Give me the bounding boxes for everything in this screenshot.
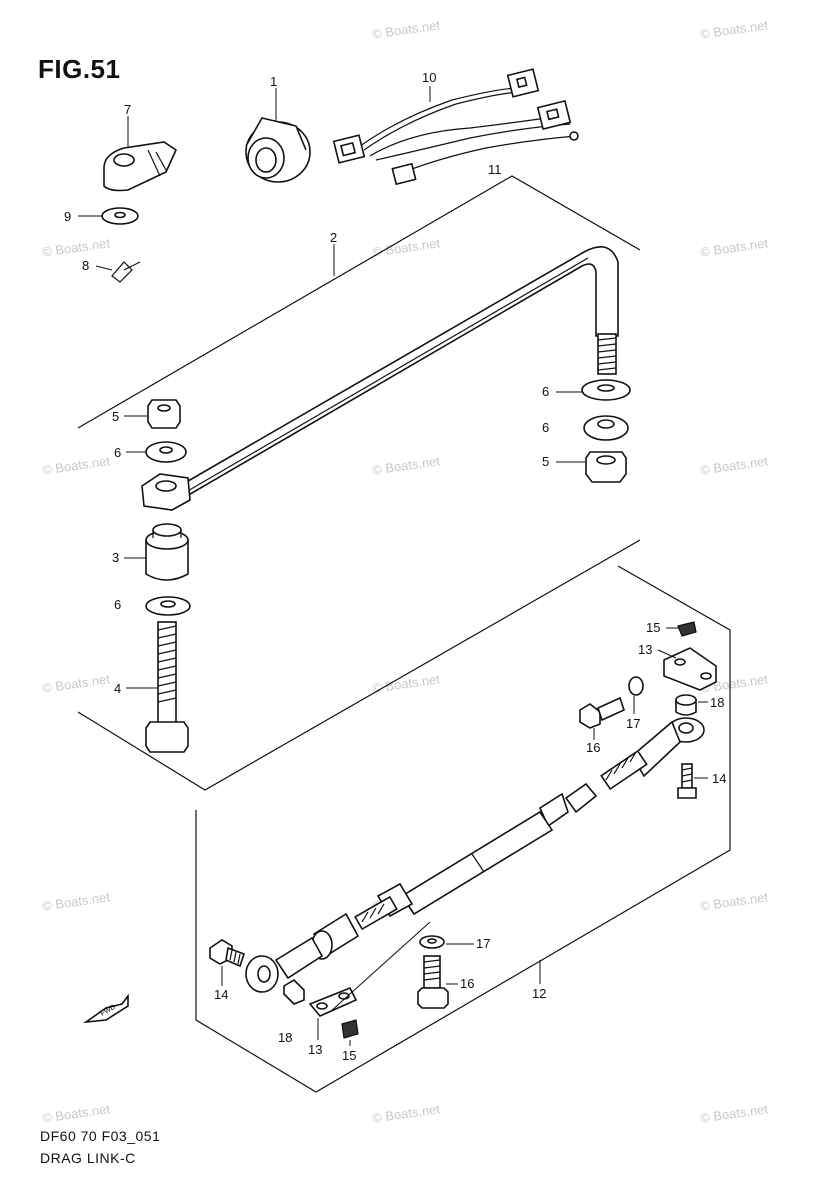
bushing-part-right (675, 694, 697, 716)
washer-part (101, 207, 139, 225)
callout-13-left: 13 (308, 1042, 322, 1057)
callout-17-right: 17 (626, 716, 640, 731)
group-outline-12 (195, 565, 731, 1093)
callout-4: 4 (114, 681, 121, 696)
callout-3: 3 (112, 550, 119, 565)
callout-15-right: 15 (646, 620, 660, 635)
clip-part (111, 261, 141, 283)
callout-13-right: 13 (638, 642, 652, 657)
bracket-part-right (663, 647, 717, 691)
callout-16-left: 16 (460, 976, 474, 991)
wire-harness-part (332, 68, 579, 186)
callout-1: 1 (270, 74, 277, 89)
callout-2: 2 (330, 230, 337, 245)
callout-6-right-lower: 6 (542, 420, 549, 435)
drag-link-assembly-part (245, 717, 705, 993)
callout-6-left-lower: 6 (114, 597, 121, 612)
bolt-part-16-right (579, 696, 625, 729)
collar-part (145, 523, 189, 581)
bracket-part (103, 141, 178, 192)
leader-line (657, 649, 677, 659)
nut-part-15-left (341, 1019, 359, 1039)
washer-part-left-lower (145, 596, 191, 616)
group-outline-top (77, 175, 641, 429)
callout-10: 10 (422, 70, 436, 85)
drag-link-rod-part (141, 246, 619, 511)
nut-part-15-right (677, 621, 697, 637)
callout-9: 9 (64, 209, 71, 224)
bolt-part (145, 621, 189, 753)
washer-part-17-right (628, 676, 644, 696)
nut-part-left (147, 399, 181, 429)
callout-8: 8 (82, 258, 89, 273)
callout-18-right: 18 (710, 695, 724, 710)
callout-7: 7 (124, 102, 131, 117)
washer-part-right-lower (583, 415, 629, 441)
callout-14-left: 14 (214, 987, 228, 1002)
callout-11: 11 (488, 162, 502, 177)
callout-6-left-upper: 6 (114, 445, 121, 460)
bolt-part-14-right (677, 763, 697, 799)
washer-part-left-upper (145, 441, 187, 463)
callout-12: 12 (532, 986, 546, 1001)
leader-line (329, 921, 431, 1013)
leader-line (95, 265, 113, 271)
group-outline-bottom (77, 539, 641, 791)
grommet-part (245, 117, 311, 183)
figure-title: FIG.51 (38, 54, 121, 84)
bolt-part-16-left (417, 955, 449, 1009)
figure-code: DF60 70 F03_051 (40, 1128, 161, 1144)
callout-14-right: 14 (712, 771, 726, 786)
figure-name: DRAG LINK-C (40, 1150, 136, 1166)
bolt-part-14-left (209, 939, 246, 968)
callout-16-right: 16 (586, 740, 600, 755)
callout-5-left: 5 (112, 409, 119, 424)
callout-17-left: 17 (476, 936, 490, 951)
bracket-part-left (308, 986, 358, 1017)
forward-arrow-icon: FWD (83, 993, 129, 1024)
bushing-part-left (283, 978, 305, 1005)
nut-part-right (585, 451, 627, 483)
callout-6-right-upper: 6 (542, 384, 549, 399)
callout-5-right: 5 (542, 454, 549, 469)
washer-part-17-left (419, 935, 445, 949)
washer-part-right-upper (581, 379, 631, 401)
callout-15-left: 15 (342, 1048, 356, 1063)
callout-18-left: 18 (278, 1030, 292, 1045)
